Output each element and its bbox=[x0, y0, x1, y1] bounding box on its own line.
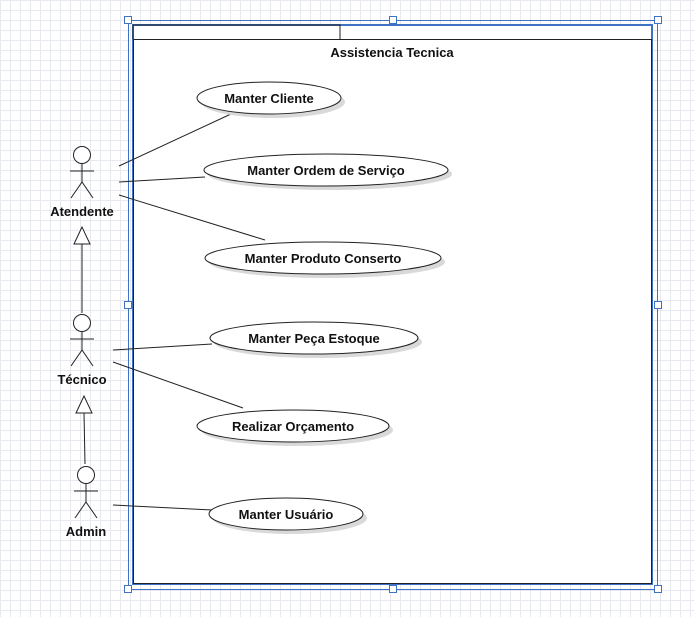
generalization-tecnico-atendente[interactable] bbox=[73, 225, 91, 313]
actor-admin-name: Admin bbox=[66, 524, 107, 539]
generalizations bbox=[73, 225, 93, 465]
resize-handle-top-left[interactable] bbox=[124, 16, 132, 24]
actor-tecnico-figure bbox=[70, 314, 94, 367]
resize-handle-bottom-left[interactable] bbox=[124, 585, 132, 593]
system-boundary-outer bbox=[132, 24, 653, 585]
use-case-label: Manter Ordem de Serviço bbox=[247, 163, 405, 178]
use-case-ellipse bbox=[204, 241, 442, 275]
actor-admin-figure bbox=[74, 466, 98, 519]
association-atendente-manter-cliente[interactable] bbox=[118, 113, 232, 167]
association-atendente-manter-ordem[interactable] bbox=[118, 176, 206, 183]
resize-handle-bottom-right[interactable] bbox=[654, 585, 662, 593]
actor-atendente-figure bbox=[70, 146, 94, 199]
actor-tecnico[interactable]: Técnico bbox=[57, 314, 107, 388]
system-boundary[interactable]: Assistencia Tecnica bbox=[132, 24, 653, 585]
use-case-ellipse bbox=[196, 81, 342, 115]
resize-handle-right[interactable] bbox=[654, 301, 662, 309]
system-boundary-inner bbox=[133, 39, 652, 584]
actor-tecnico-name: Técnico bbox=[57, 372, 106, 387]
use-case-realizar-orcamento[interactable]: Realizar Orçamento bbox=[196, 409, 393, 446]
actor-atendente-name: Atendente bbox=[50, 204, 114, 219]
use-case-label: Realizar Orçamento bbox=[232, 419, 354, 434]
use-case-manter-usuario[interactable]: Manter Usuário bbox=[208, 497, 367, 534]
use-case-manter-produto-conserto[interactable]: Manter Produto Conserto bbox=[204, 241, 445, 278]
use-case-label: Manter Usuário bbox=[239, 507, 334, 522]
use-case-ellipse bbox=[208, 497, 364, 531]
resize-handle-left[interactable] bbox=[124, 301, 132, 309]
generalization-admin-tecnico[interactable] bbox=[75, 394, 93, 465]
system-name-tab bbox=[132, 24, 341, 39]
selection-handles bbox=[124, 16, 662, 593]
use-case-manter-peca-estoque[interactable]: Manter Peça Estoque bbox=[209, 321, 422, 358]
resize-handle-top-right[interactable] bbox=[654, 16, 662, 24]
resize-handle-top[interactable] bbox=[389, 16, 397, 24]
use-case-ellipse bbox=[209, 321, 419, 355]
use-case-ellipse bbox=[196, 409, 390, 443]
actor-admin[interactable]: Admin bbox=[66, 466, 107, 540]
association-atendente-manter-produto[interactable] bbox=[118, 194, 266, 241]
system-title: Assistencia Tecnica bbox=[330, 45, 454, 60]
actor-atendente[interactable]: Atendente bbox=[50, 146, 114, 220]
use-case-ellipse bbox=[203, 153, 449, 187]
use-case-manter-ordem-de-servico[interactable]: Manter Ordem de Serviço bbox=[203, 153, 452, 190]
associations bbox=[112, 113, 266, 511]
use-case-manter-cliente[interactable]: Manter Cliente bbox=[196, 81, 345, 118]
association-admin-manter-usuario[interactable] bbox=[112, 504, 213, 511]
use-case-label: Manter Peça Estoque bbox=[248, 331, 380, 346]
resize-handle-bottom[interactable] bbox=[389, 585, 397, 593]
association-tecnico-realizar-orcamento[interactable] bbox=[112, 361, 244, 409]
association-tecnico-manter-peca[interactable] bbox=[112, 343, 213, 351]
use-case-label: Manter Produto Conserto bbox=[245, 251, 402, 266]
use-case-label: Manter Cliente bbox=[224, 91, 314, 106]
